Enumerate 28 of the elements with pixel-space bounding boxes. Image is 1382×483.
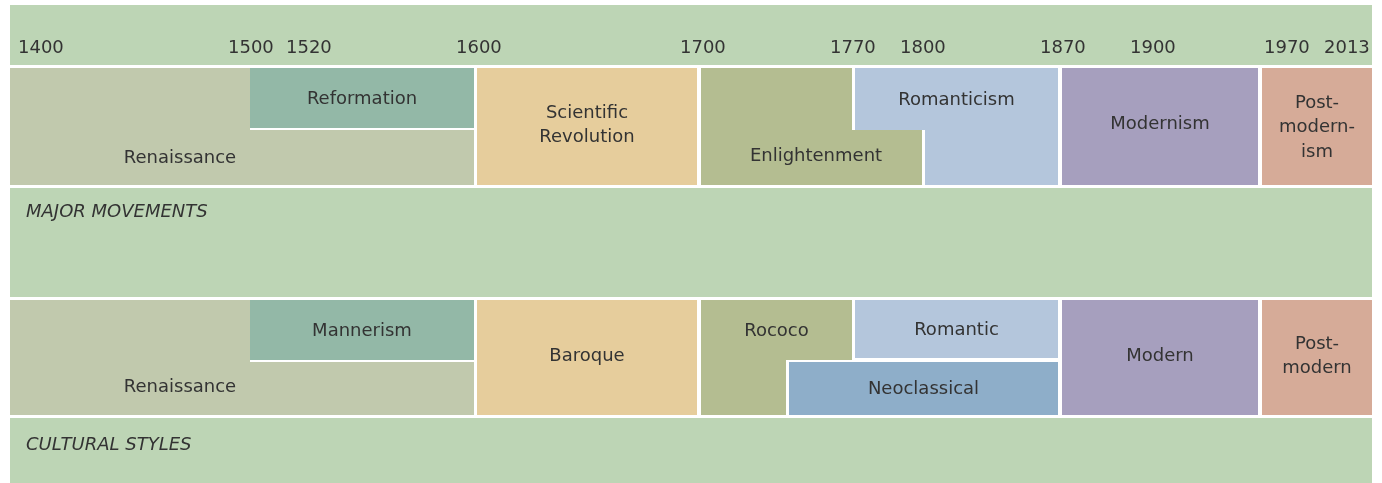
period-name: Scientific Revolution <box>538 99 636 148</box>
period-name: Post- modern- ism <box>1277 90 1356 163</box>
period-name: Modern <box>1126 342 1194 367</box>
year-label: 1970 <box>1264 36 1310 57</box>
year-label: 1770 <box>830 36 876 57</box>
period-name: Mannerism <box>312 317 412 342</box>
period-name: Baroque <box>549 342 625 367</box>
period-name: Reformation <box>306 85 418 110</box>
year-label: 1700 <box>680 36 726 57</box>
year-label: 2013 <box>1324 36 1370 57</box>
year-label: 1870 <box>1040 36 1086 57</box>
period-name: Neoclassical <box>867 376 980 401</box>
section-title: MAJOR MOVEMENTS <box>26 198 208 223</box>
period-name: Romantic <box>914 316 999 341</box>
period-name: Post- modern <box>1281 330 1353 379</box>
period-name: Romanticism <box>898 86 1015 111</box>
year-label: 1400 <box>18 36 64 57</box>
year-label: 1600 <box>456 36 502 57</box>
year-label: 1520 <box>286 36 332 57</box>
year-label: 1900 <box>1130 36 1176 57</box>
period-name: Renaissance <box>123 373 237 398</box>
period-name: Renaissance <box>123 144 237 169</box>
period-name: Rococo <box>744 317 809 342</box>
year-label: 1800 <box>900 36 946 57</box>
year-label: 1500 <box>228 36 274 57</box>
period-name: Modernism <box>1110 110 1210 135</box>
period-name: Enlightenment <box>749 142 883 167</box>
section-title: CULTURAL STYLES <box>26 431 192 456</box>
